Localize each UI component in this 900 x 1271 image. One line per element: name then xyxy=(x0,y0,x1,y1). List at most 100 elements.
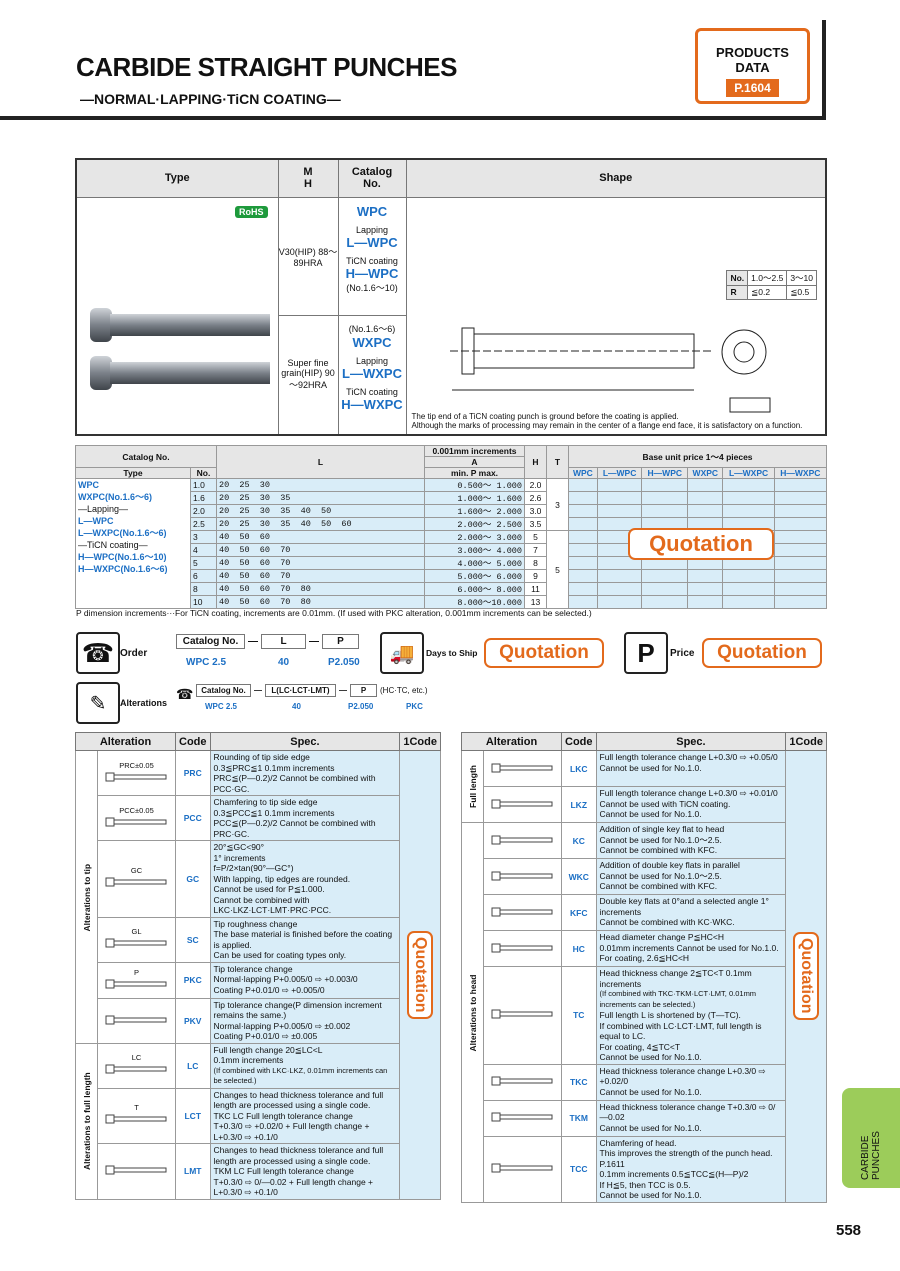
price-cell xyxy=(568,569,598,583)
price-h-price: Base unit price 1～4 pieces xyxy=(568,445,827,468)
price-cell xyxy=(773,478,828,492)
price-T1: 3 xyxy=(546,478,569,531)
price-P: 2.000～ 2.500 xyxy=(424,517,525,531)
alt-format: Catalog No. — L(LC·LCT·LMT) — P (HC·TC, … xyxy=(196,684,431,697)
alt-code[interactable]: LKC xyxy=(561,750,597,787)
alt-code[interactable]: LMT xyxy=(175,1143,211,1200)
col-shape: Shape xyxy=(405,158,827,198)
price-cell xyxy=(687,595,724,609)
price-cell xyxy=(596,504,643,518)
alt-figure: PRC±0.05 xyxy=(97,750,176,796)
price-H: 2.0 xyxy=(524,478,547,492)
price-cell xyxy=(773,569,828,583)
alt-code[interactable]: SC xyxy=(175,916,211,963)
price-cell xyxy=(773,582,828,596)
price-cell xyxy=(687,569,724,583)
side-tab-carbide-punches[interactable]: CARBIDE PUNCHES xyxy=(842,1088,900,1188)
price-P: 8.000～10.000 xyxy=(424,595,525,609)
alt-code[interactable]: TKM xyxy=(561,1099,597,1137)
alt-code[interactable]: LKZ xyxy=(561,786,597,823)
price-cell xyxy=(687,491,724,505)
price-P: 4.000～ 5.000 xyxy=(424,556,525,570)
products-data-page[interactable]: P.1604 xyxy=(726,79,779,97)
price-L: 20 25 30 35 40 50 60 xyxy=(216,517,425,531)
alt-spec: Full length tolerance change L+0.3/0 ⇨ +… xyxy=(595,750,787,787)
alt-figure-icon xyxy=(491,1112,552,1122)
alt-code[interactable]: TC xyxy=(561,966,597,1065)
ticn-label-1: TiCN coating xyxy=(346,255,398,266)
page-subtitle: —NORMAL·LAPPING·TiCN COATING— xyxy=(80,91,341,107)
shape-drawing xyxy=(449,327,770,412)
order-label: Order xyxy=(120,648,148,659)
alt-ex-code: PKC xyxy=(406,702,423,711)
alt-code[interactable]: LCT xyxy=(175,1087,211,1144)
price-cell xyxy=(568,543,598,557)
price-cell xyxy=(596,491,643,505)
price-cell xyxy=(687,582,724,596)
price-cell xyxy=(568,517,598,531)
alt-code[interactable]: PKC xyxy=(175,961,211,999)
price-no: 4 xyxy=(190,543,217,557)
price-cell xyxy=(722,504,775,518)
price-no: 8 xyxy=(190,582,217,596)
material-cell: V30(HIP) 88～89HRA Super fine grain(HIP) … xyxy=(277,196,339,436)
price-cell xyxy=(568,504,598,518)
alt-1code-cell: Quotation xyxy=(399,750,441,1200)
order-format: Catalog No. — L — P xyxy=(176,634,359,649)
price-h-H: H xyxy=(524,445,547,479)
alt-figure-icon xyxy=(491,1009,552,1019)
alt-figure xyxy=(483,822,562,859)
alt-figure-icon xyxy=(105,1015,166,1024)
cat-l-wpc: L—WPC xyxy=(346,234,398,250)
alt-figure-icon xyxy=(491,763,552,772)
price-L: 20 25 30 35 40 50 xyxy=(216,504,425,518)
price-h-type: Type xyxy=(75,467,191,479)
truck-icon: 🚚 xyxy=(380,632,424,674)
alt-spec: Addition of double key flats in parallel… xyxy=(595,858,787,895)
alt-figure-icon xyxy=(105,1064,166,1074)
price-P: 1.600～ 2.000 xyxy=(424,504,525,518)
alt-spec: Double key flats at 0°and a selected ang… xyxy=(595,894,787,931)
alt-code[interactable]: LC xyxy=(175,1042,211,1089)
alt-code[interactable]: HC xyxy=(561,930,597,967)
price-P: 5.000～ 6.000 xyxy=(424,569,525,583)
price-cell xyxy=(773,504,828,518)
price-no: 6 xyxy=(190,569,217,583)
alt-code[interactable]: PRC xyxy=(175,750,211,796)
alt-code[interactable]: WKC xyxy=(561,858,597,895)
shape-note-2: Although the marks of processing may rem… xyxy=(411,421,803,430)
price-no: 2.0 xyxy=(190,504,217,518)
price-cell xyxy=(568,530,598,544)
alt-code[interactable]: PKV xyxy=(175,997,211,1044)
alt-figure xyxy=(483,786,562,823)
price-cell xyxy=(641,504,689,518)
alt-ex-cat: WPC 2.5 xyxy=(205,702,238,711)
alt-code[interactable]: GC xyxy=(175,840,211,918)
alt-figure xyxy=(483,1099,562,1137)
products-data-badge[interactable]: PRODUCTS DATA P.1604 xyxy=(695,28,810,104)
price-cell xyxy=(641,478,689,492)
price-cell xyxy=(722,595,775,609)
days-quotation: Quotation xyxy=(484,638,604,668)
alt-code[interactable]: TKC xyxy=(561,1063,597,1101)
alt-code[interactable]: TCC xyxy=(561,1135,597,1203)
shape-note-1: The tip end of a TiCN coating punch is g… xyxy=(411,412,679,421)
alt-code[interactable]: KC xyxy=(561,822,597,859)
alt-figure-icon xyxy=(105,772,166,781)
alt-code[interactable]: PCC xyxy=(175,795,211,841)
alt-code[interactable]: KFC xyxy=(561,894,597,931)
page-title: CARBIDE STRAIGHT PUNCHES xyxy=(76,52,457,82)
